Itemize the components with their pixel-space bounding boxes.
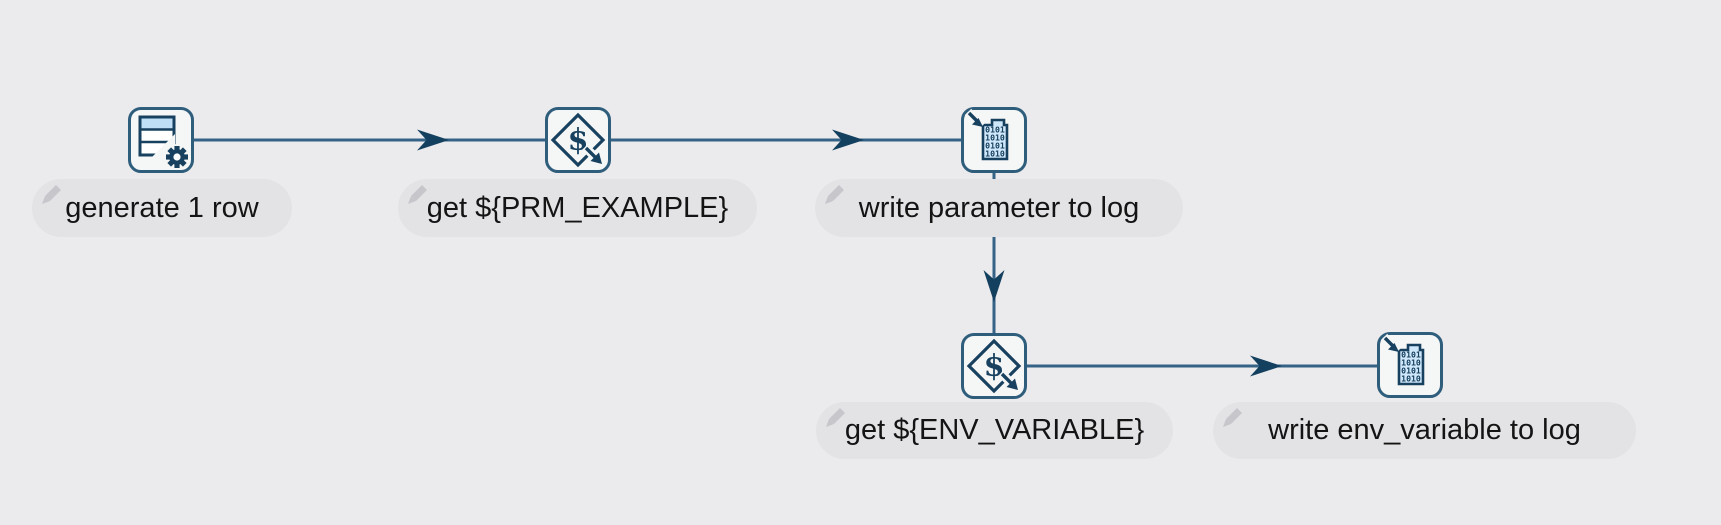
step-label-text: write parameter to log [858, 192, 1140, 224]
step-label-write-env-variable-to-log[interactable]: write env_variable to log [1213, 402, 1636, 459]
dollar-diamond-icon: $ [966, 338, 1022, 394]
step-node-get-prm-example[interactable]: $ [545, 107, 611, 173]
edit-pencil-icon[interactable] [405, 181, 433, 209]
edit-pencil-icon[interactable] [1220, 404, 1248, 432]
edit-pencil-icon[interactable] [823, 404, 851, 432]
svg-text:0101: 0101 [985, 125, 1005, 135]
step-label-text: write env_variable to log [1268, 414, 1581, 446]
edit-pencil-icon[interactable] [39, 181, 67, 209]
svg-text:1010: 1010 [1401, 358, 1421, 368]
hop-arrow-4[interactable] [1250, 355, 1282, 377]
svg-text:1010: 1010 [1401, 374, 1421, 384]
step-node-write-parameter-to-log[interactable]: 0101 1010 0101 1010 [961, 107, 1027, 173]
step-label-get-env-variable[interactable]: get ${ENV_VARIABLE} [816, 402, 1173, 459]
svg-text:0101: 0101 [1401, 350, 1421, 360]
step-node-write-env-variable-to-log[interactable]: 0101 1010 0101 1010 [1377, 332, 1443, 398]
step-label-text: get ${ENV_VARIABLE} [844, 414, 1145, 446]
step-label-write-parameter-to-log[interactable]: write parameter to log [815, 179, 1183, 237]
table-gear-icon [138, 115, 190, 170]
svg-text:0101: 0101 [1401, 366, 1421, 376]
step-node-generate-1-row[interactable] [128, 107, 194, 173]
step-label-text: generate 1 row [65, 192, 259, 224]
svg-text:0101: 0101 [985, 141, 1005, 151]
binary-document-icon: 0101 1010 0101 1010 [1380, 333, 1425, 386]
svg-text:1010: 1010 [985, 133, 1005, 143]
dollar-diamond-icon: $ [550, 112, 606, 168]
hop-arrow-2[interactable] [832, 129, 864, 151]
step-node-get-env-variable[interactable]: $ [961, 333, 1027, 399]
step-label-generate-1-row[interactable]: generate 1 row [32, 179, 292, 237]
hop-arrow-1[interactable] [417, 129, 449, 151]
edit-pencil-icon[interactable] [822, 181, 850, 209]
hop-arrow-3[interactable] [983, 270, 1005, 302]
binary-document-icon: 0101 1010 0101 1010 [964, 108, 1009, 161]
step-label-text: get ${PRM_EXAMPLE} [426, 192, 729, 224]
svg-text:1010: 1010 [985, 149, 1005, 159]
step-label-get-prm-example[interactable]: get ${PRM_EXAMPLE} [398, 179, 757, 237]
